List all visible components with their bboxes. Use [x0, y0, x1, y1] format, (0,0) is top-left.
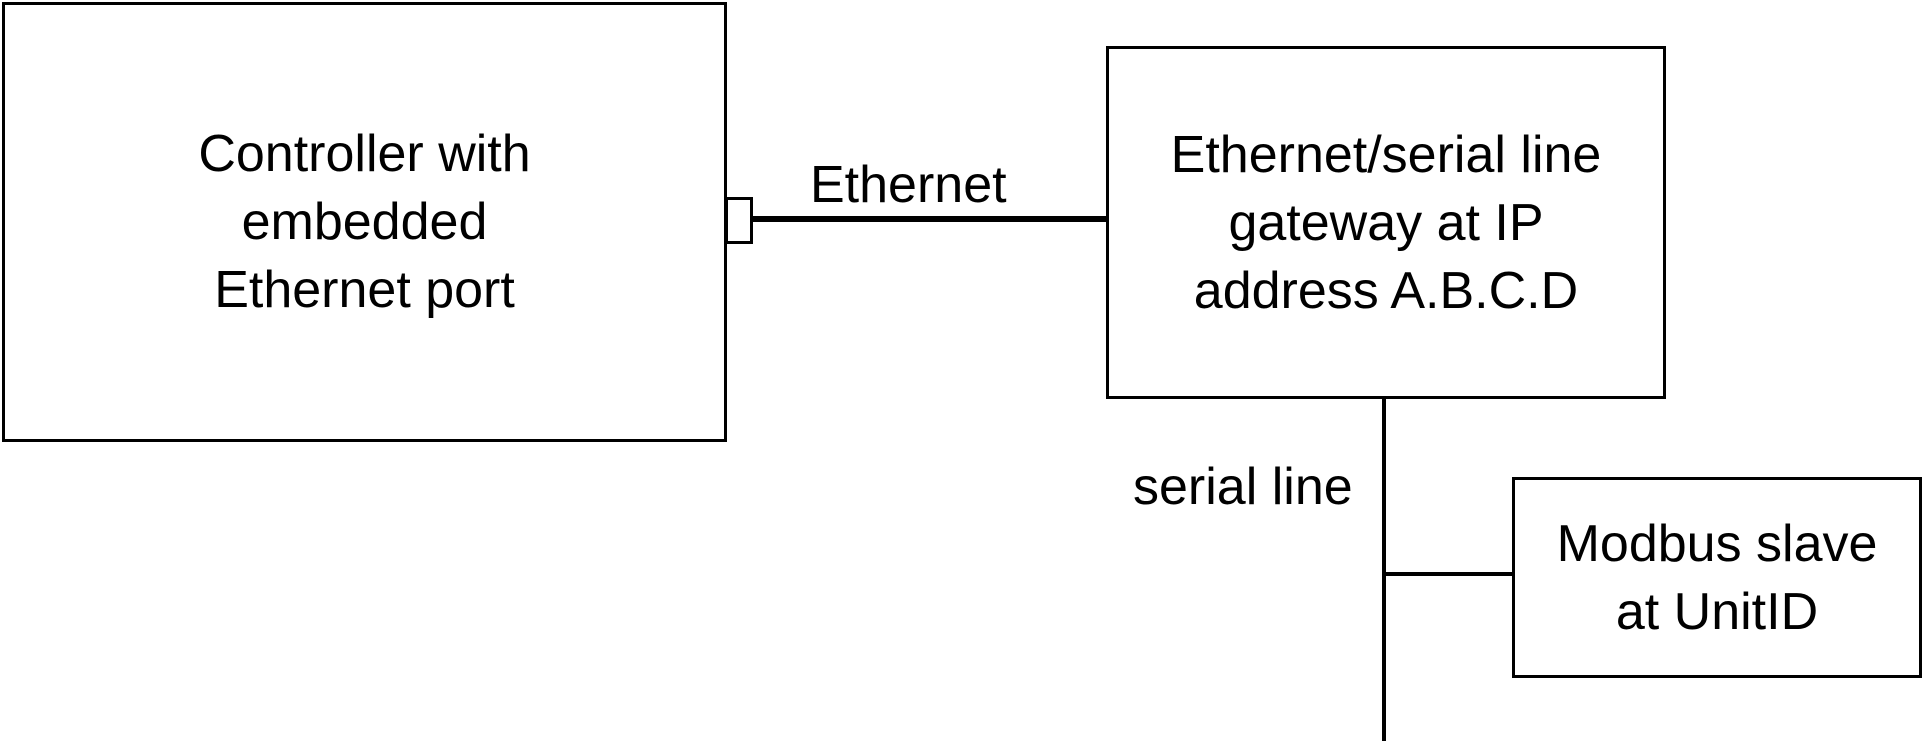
- serial-branch-link: [1384, 572, 1514, 576]
- ethernet-port-icon: [725, 197, 753, 244]
- controller-node: Controller with embedded Ethernet port: [2, 2, 727, 442]
- gateway-node: Ethernet/serial line gateway at IP addre…: [1106, 46, 1666, 399]
- modbus-slave-label: Modbus slave at UnitID: [1556, 514, 1878, 641]
- modbus-slave-node: Modbus slave at UnitID: [1512, 477, 1922, 678]
- controller-label: Controller with embedded Ethernet port: [198, 125, 531, 319]
- serial-line-label: serial line: [1133, 458, 1353, 516]
- ethernet-link-label: Ethernet: [810, 156, 1007, 214]
- gateway-label: Ethernet/serial line gateway at IP addre…: [1170, 125, 1602, 320]
- ethernet-link: [752, 216, 1110, 222]
- serial-line-bus: [1382, 399, 1386, 741]
